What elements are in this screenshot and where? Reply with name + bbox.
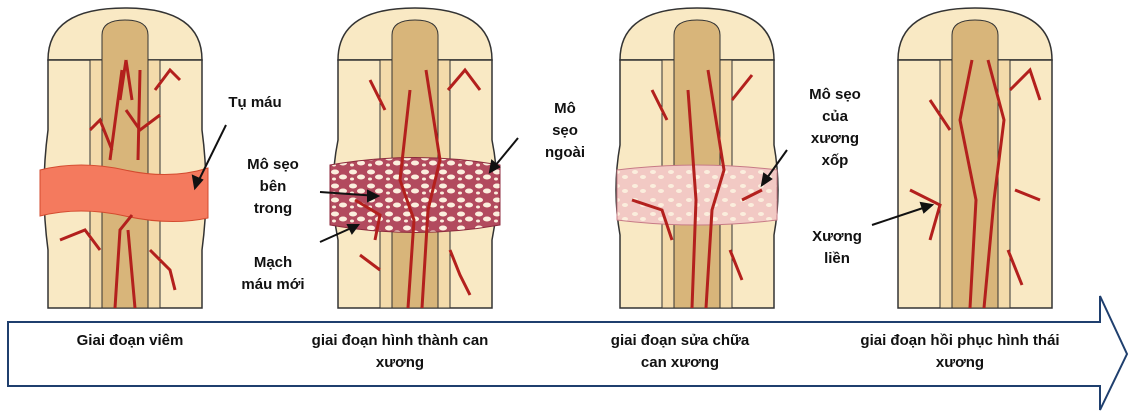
stage-label-callus-repair: giai đoạn sửa chữa can xương xyxy=(580,330,780,374)
stage-label-callus-formation: giai đoạn hình thành can xương xyxy=(280,330,520,374)
label-mach-mau-moi: Mạch máu mới xyxy=(228,252,318,296)
label-xuong-lien: Xương liền xyxy=(792,226,882,270)
bone-panel-callus-formation xyxy=(330,8,500,308)
label-mo-seo-ben-trong: Mô sẹo bên trong xyxy=(228,154,318,220)
label-mo-seo-xuong-xop: Mô sẹo của xương xốp xyxy=(790,84,880,172)
label-tu-mau: Tụ máu xyxy=(210,92,300,114)
stage-label-remodeling: giai đoạn hồi phục hình thái xương xyxy=(830,330,1090,374)
bone-panel-remodeling xyxy=(898,8,1052,308)
label-mo-seo-ngoai: Mô sẹo ngoài xyxy=(525,98,605,164)
bone-panel-callus-repair xyxy=(616,8,778,308)
bone-panel-inflammation xyxy=(40,8,208,308)
stage-label-inflammation: Giai đoạn viêm xyxy=(30,330,230,352)
